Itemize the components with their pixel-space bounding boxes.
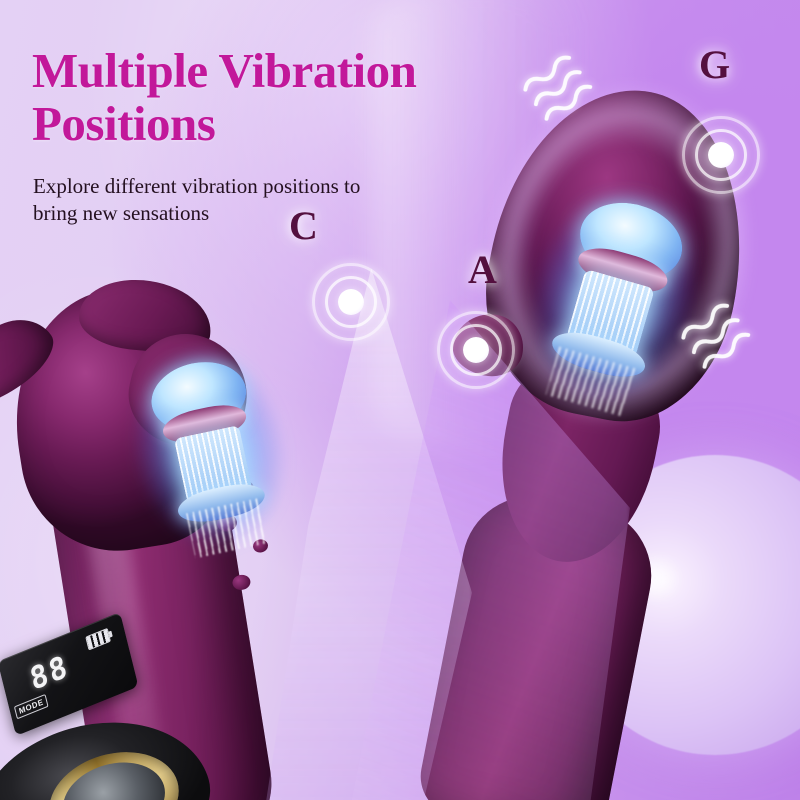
glowing-motor-icon xyxy=(476,136,753,460)
marker-inner-ring xyxy=(450,324,502,376)
marker-dot xyxy=(338,289,364,315)
product-right-shaft xyxy=(413,484,664,800)
subtitle-line-1: Explore different vibration positions to xyxy=(33,174,361,198)
headline-line-1: Multiple Vibration xyxy=(32,43,417,98)
vibration-waves-icon xyxy=(675,290,770,382)
subtitle-line-2: bring new sensations xyxy=(33,201,210,225)
base-inner-disc xyxy=(54,751,174,800)
mode-label: MODE xyxy=(13,693,49,720)
sphere-highlight-icon xyxy=(625,555,685,601)
marker-inner-ring xyxy=(325,276,377,328)
product-left-ear-upper xyxy=(0,303,65,418)
display-value: 88 xyxy=(26,648,73,699)
gold-accent-ring xyxy=(37,737,191,800)
page-title: Multiple Vibration Positions xyxy=(32,44,552,150)
marker-dot xyxy=(463,337,489,363)
marker-dot xyxy=(708,142,734,168)
page-subtitle: Explore different vibration positions to… xyxy=(33,173,453,227)
marker-inner-ring xyxy=(695,129,747,181)
marker-outer-ring xyxy=(312,263,390,341)
marker-label-c: C xyxy=(289,203,318,248)
headline-line-2: Positions xyxy=(32,96,216,151)
marker-label-g: G xyxy=(699,42,731,87)
vibration-waves-icon xyxy=(517,42,612,134)
glowing-motor-icon xyxy=(90,305,331,595)
marker-label-a: A xyxy=(468,247,497,292)
marker-outer-ring xyxy=(682,116,760,194)
texture-nub xyxy=(231,573,252,592)
control-panel-display[interactable]: 88 MODE xyxy=(0,612,139,736)
marker-outer-ring xyxy=(437,311,515,389)
battery-icon xyxy=(85,627,111,651)
decorative-sphere xyxy=(565,455,800,755)
